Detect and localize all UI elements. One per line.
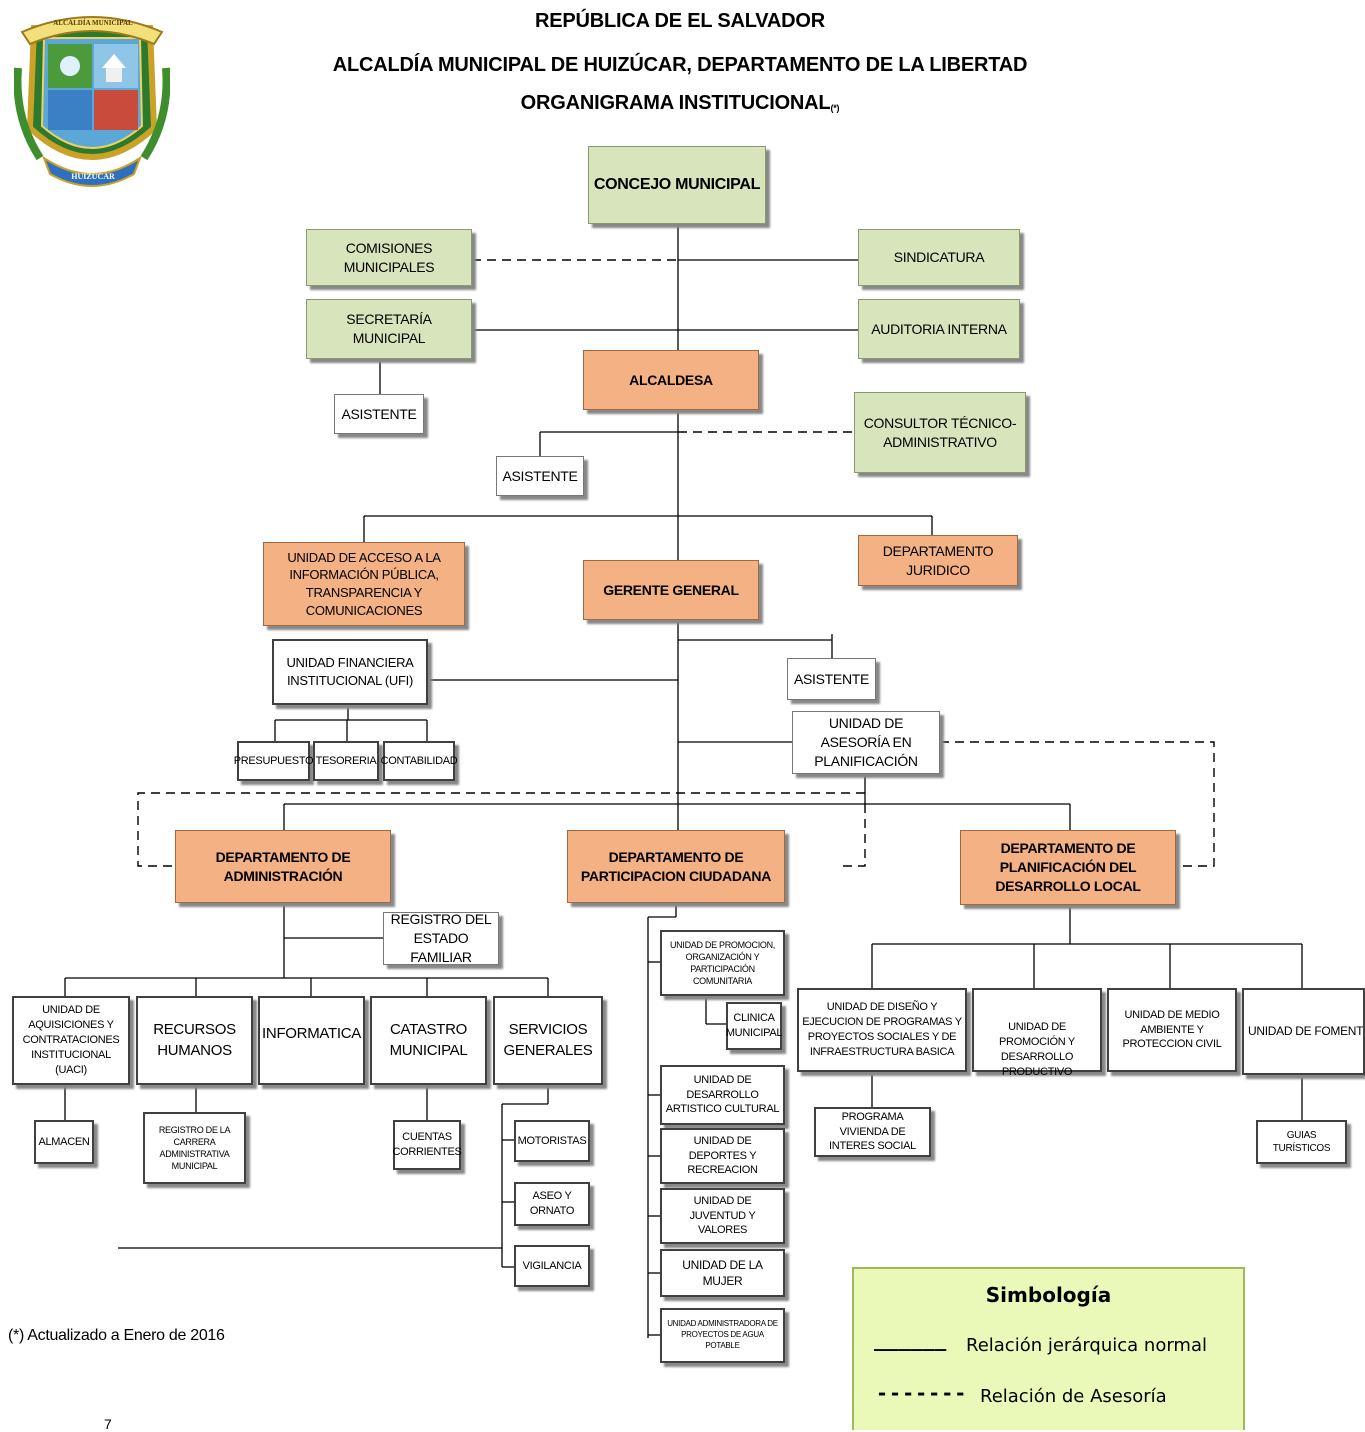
node-unidad-financiera-ufi: UNIDAD FINANCIERA INSTITUCIONAL (UFI) — [272, 639, 428, 705]
node-uaci: UNIDAD DE AQUISICIONES Y CONTRATACIONES … — [12, 996, 130, 1085]
node-unidad-medio-ambiente: UNIDAD DE MEDIO AMBIENTE Y PROTECCION CI… — [1107, 988, 1237, 1072]
node-auditoria-interna: AUDITORIA INTERNA — [858, 299, 1020, 359]
node-asistente-secretaria: ASISTENTE — [334, 394, 424, 434]
node-registro-estado-familiar: REGISTRO DEL ESTADO FAMILIAR — [383, 911, 499, 965]
node-alcaldesa: ALCALDESA — [583, 350, 759, 410]
node-unidad-juventud: UNIDAD DE JUVENTUD Y VALORES — [660, 1188, 785, 1244]
seal-top-text: ALCALDÍA MUNICIPAL — [53, 19, 133, 27]
node-clinica-municipal: CLINICA MUNICIPAL — [726, 1002, 783, 1050]
node-departamento-participacion-ciudadana: DEPARTAMENTO DE PARTICIPACION CIUDADANA — [567, 830, 785, 903]
node-asistente-gerente: ASISTENTE — [787, 658, 876, 700]
node-informatica: INFORMATICA — [258, 996, 365, 1085]
node-motoristas: MOTORISTAS — [514, 1120, 590, 1162]
node-consultor-tecnico: CONSULTOR TÉCNICO-ADMINISTRATIVO — [854, 392, 1026, 473]
seal-bottom-text: HUIZUCAR — [71, 172, 115, 181]
node-comisiones-municipales: COMISIONES MUNICIPALES — [306, 229, 472, 286]
node-unidad-fomento-turistico: UNIDAD DE FOMENTO Y DESARROLLO TURISTICO — [1242, 988, 1365, 1075]
node-programa-vivienda: PROGRAMA VIVIENDA DE INTERES SOCIAL — [814, 1107, 931, 1157]
node-tesoreria: TESORERIA — [313, 741, 379, 781]
legend-title: Simbología — [985, 1283, 1112, 1307]
header-line-3-text: ORGANIGRAMA INSTITUCIONAL — [520, 92, 831, 114]
node-unidad-promocion-organizacion: UNIDAD DE PROMOCION, ORGANIZACIÓN Y PART… — [660, 930, 785, 996]
node-unidad-asesoria-planificacion: UNIDAD DE ASESORÍA EN PLANIFICACIÓN — [792, 711, 940, 774]
node-unidad-mujer: UNIDAD DE LA MUJER — [660, 1249, 785, 1297]
node-servicios-generales: SERVICIOS GENERALES — [493, 996, 603, 1085]
node-contabilidad: CONTABILIDAD — [381, 741, 458, 781]
node-catastro-municipal: CATASTRO MUNICIPAL — [370, 996, 487, 1085]
node-sindicatura: SINDICATURA — [858, 229, 1020, 286]
node-recursos-humanos: RECURSOS HUMANOS — [136, 996, 253, 1085]
node-unidad-deportes: UNIDAD DE DEPORTES Y RECREACION — [660, 1128, 785, 1184]
node-presupuesto: PRESUPUESTO — [234, 741, 314, 781]
municipal-seal-logo — [14, 16, 170, 187]
page-number: 7 — [104, 1416, 112, 1432]
legend-dashed-sample: ------- — [876, 1381, 968, 1405]
node-unidad-desarrollo-artistico: UNIDAD DE DESARROLLO ARTISTICO CULTURAL — [660, 1065, 785, 1125]
node-gerente-general: GERENTE GENERAL — [583, 560, 759, 620]
node-asistente-alcaldesa: ASISTENTE — [496, 456, 584, 496]
legend-solid-sample: ______ — [874, 1327, 947, 1351]
header-footnote-mark: (*) — [830, 103, 840, 113]
legend-panel: Simbología ______ Relación jerárquica no… — [852, 1267, 1245, 1430]
node-registro-carrera-administrativa: REGISTRO DE LA CARRERA ADMINISTRATIVA MU… — [143, 1112, 246, 1184]
footnote-update-date: (*) Actualizado a Enero de 2016 — [8, 1327, 225, 1344]
node-aseo-ornato: ASEO Y ORNATO — [514, 1182, 590, 1226]
node-unidad-promocion-productivo: UNIDAD DE PROMOCIÓN Y DESARROLLO PRODUCT… — [972, 988, 1102, 1078]
node-secretaria-municipal: SECRETARÍA MUNICIPAL — [306, 299, 472, 359]
header-line-1: REPÚBLICA DE EL SALVADOR — [534, 10, 826, 32]
node-departamento-juridico: DEPARTAMENTO JURIDICO — [858, 535, 1018, 586]
node-departamento-administracion: DEPARTAMENTO DE ADMINISTRACIÓN — [175, 830, 391, 903]
header-line-3: ORGANIGRAMA INSTITUCIONAL(*) — [180, 92, 1180, 115]
node-unidad-diseno-ejecucion: UNIDAD DE DISEÑO Y EJECUCION DE PROGRAMA… — [797, 988, 967, 1072]
node-unidad-agua-potable: UNIDAD ADMINISTRADORA DE PROYECTOS DE AG… — [660, 1308, 785, 1363]
node-departamento-planificacion-desarrollo: DEPARTAMENTO DE PLANIFICACIÓN DEL DESARR… — [960, 830, 1176, 905]
legend-solid-label: Relación jerárquica normal — [966, 1335, 1207, 1356]
node-unidad-acceso-informacion: UNIDAD DE ACCESO A LA INFORMACIÓN PÚBLIC… — [263, 542, 465, 626]
legend-dashed-label: Relación de Asesoría — [980, 1386, 1167, 1407]
node-vigilancia: VIGILANCIA — [514, 1245, 590, 1287]
node-cuentas-corrientes: CUENTAS CORRIENTES — [392, 1120, 462, 1170]
node-guias-turisticos: GUIAS TURÍSTICOS — [1256, 1120, 1347, 1164]
node-concejo-municipal: CONCEJO MUNICIPAL — [588, 146, 766, 224]
header-line-2: ALCALDÍA MUNICIPAL DE HUIZÚCAR, DEPARTAM… — [332, 54, 1028, 76]
node-almacen: ALMACEN — [34, 1120, 94, 1164]
